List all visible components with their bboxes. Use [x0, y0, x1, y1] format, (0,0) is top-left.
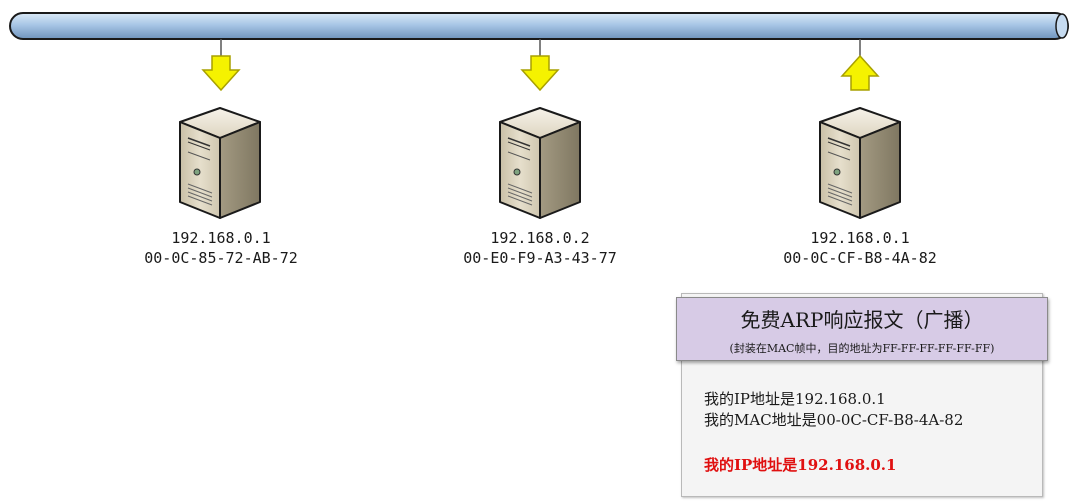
arp-packet-box: 免费ARP响应报文（广播） (封装在MAC帧中，目的地址为FF-FF-FF-FF…	[676, 293, 1048, 497]
down-arrow-icon	[201, 55, 241, 92]
host-3-label: 192.168.0.1 00-0C-CF-B8-4A-82	[750, 228, 970, 268]
host-1	[179, 39, 261, 219]
server-icon	[499, 107, 581, 219]
up-arrow-icon	[840, 54, 880, 91]
host-2	[499, 39, 581, 219]
host-2-mac: 00-E0-F9-A3-43-77	[463, 249, 617, 267]
packet-title: 免费ARP响应报文（广播）	[740, 308, 984, 332]
host-1-ip: 192.168.0.1	[171, 229, 271, 247]
host-1-mac: 00-0C-85-72-AB-72	[144, 249, 298, 267]
host-3-mac: 00-0C-CF-B8-4A-82	[783, 249, 937, 267]
packet-ip-line: 我的IP地址是192.168.0.1	[704, 390, 886, 408]
server-icon	[819, 107, 901, 219]
host-3	[819, 39, 901, 219]
host-1-label: 192.168.0.1 00-0C-85-72-AB-72	[111, 228, 331, 268]
host-2-label: 192.168.0.2 00-E0-F9-A3-43-77	[430, 228, 650, 268]
packet-subtitle: (封装在MAC帧中，目的地址为FF-FF-FF-FF-FF-FF)	[729, 342, 995, 355]
network-bus	[9, 12, 1069, 40]
host-2-ip: 192.168.0.2	[490, 229, 590, 247]
packet-ip-highlight: 我的IP地址是192.168.0.1	[704, 456, 897, 474]
host-3-ip: 192.168.0.1	[810, 229, 910, 247]
server-icon	[179, 107, 261, 219]
down-arrow-icon	[520, 55, 560, 92]
packet-mac-line: 我的MAC地址是00-0C-CF-B8-4A-82	[704, 411, 964, 429]
packet-header: 免费ARP响应报文（广播） (封装在MAC帧中，目的地址为FF-FF-FF-FF…	[676, 297, 1048, 361]
